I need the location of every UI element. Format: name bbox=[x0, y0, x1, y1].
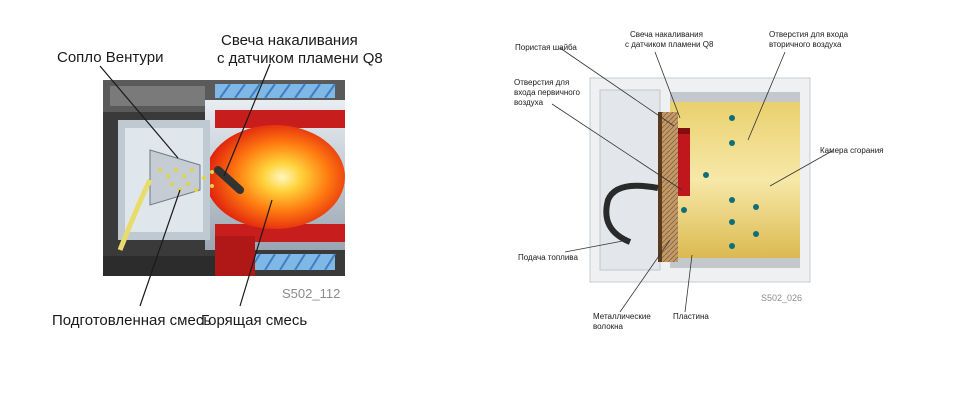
label-primary-air-line3: воздуха bbox=[514, 98, 544, 107]
leader-lines-right bbox=[551, 47, 833, 313]
combustion-chamber bbox=[670, 98, 800, 262]
left-diagram-panel: Сопло Вентури Свеча накаливания с датчик… bbox=[52, 32, 383, 329]
label-fuel-supply: Подача топлива bbox=[518, 253, 578, 262]
left-burner-illustration bbox=[99, 63, 345, 307]
fuel-hose bbox=[603, 182, 659, 245]
label-secondary-air-line1: Отверстия для входа bbox=[769, 30, 849, 39]
label-glow-plug-line1: Свеча накаливания bbox=[221, 32, 358, 49]
label-primary-air-line1: Отверстия для bbox=[514, 78, 570, 87]
figure-code-left: S502_112 bbox=[282, 286, 341, 301]
label-prepared-mixture: Подготовленная смесь bbox=[52, 312, 212, 329]
metal-fibers bbox=[662, 112, 678, 262]
venturi-nozzle bbox=[149, 149, 201, 206]
right-diagram-panel: Свеча накаливания с датчиком пламени Q8 … bbox=[480, 0, 960, 420]
flame bbox=[205, 125, 345, 229]
label-secondary-air-line2: вторичного воздуха bbox=[769, 40, 842, 49]
label-glow-plug-line2: с датчиком пламени Q8 bbox=[217, 50, 383, 67]
label-porous-washer: Пористая шайба bbox=[515, 43, 577, 52]
fuel-line bbox=[117, 178, 153, 251]
figure-code-right: S502_026 bbox=[761, 293, 803, 303]
label-plate: Пластина bbox=[673, 312, 709, 321]
label-glow-plug-line1-right: Свеча накаливания bbox=[630, 30, 703, 39]
glow-plug bbox=[214, 166, 244, 194]
right-chamber-illustration bbox=[551, 47, 833, 313]
label-glow-plug-line2-right: с датчиком пламени Q8 bbox=[625, 40, 714, 49]
glow-plug-right bbox=[678, 132, 690, 196]
plate bbox=[658, 112, 662, 262]
label-burning-mixture: Горящая смесь bbox=[201, 312, 308, 329]
label-combustion-chamber: Камера сгорания bbox=[820, 146, 884, 155]
leader-lines bbox=[99, 63, 273, 307]
label-metal-fibers-line2: волокна bbox=[593, 322, 624, 331]
label-primary-air-line2: входа первичного bbox=[514, 88, 580, 97]
label-metal-fibers-line1: Металлические bbox=[593, 312, 651, 321]
label-venturi-nozzle: Сопло Вентури bbox=[57, 49, 164, 66]
air-channel-top bbox=[215, 84, 335, 98]
